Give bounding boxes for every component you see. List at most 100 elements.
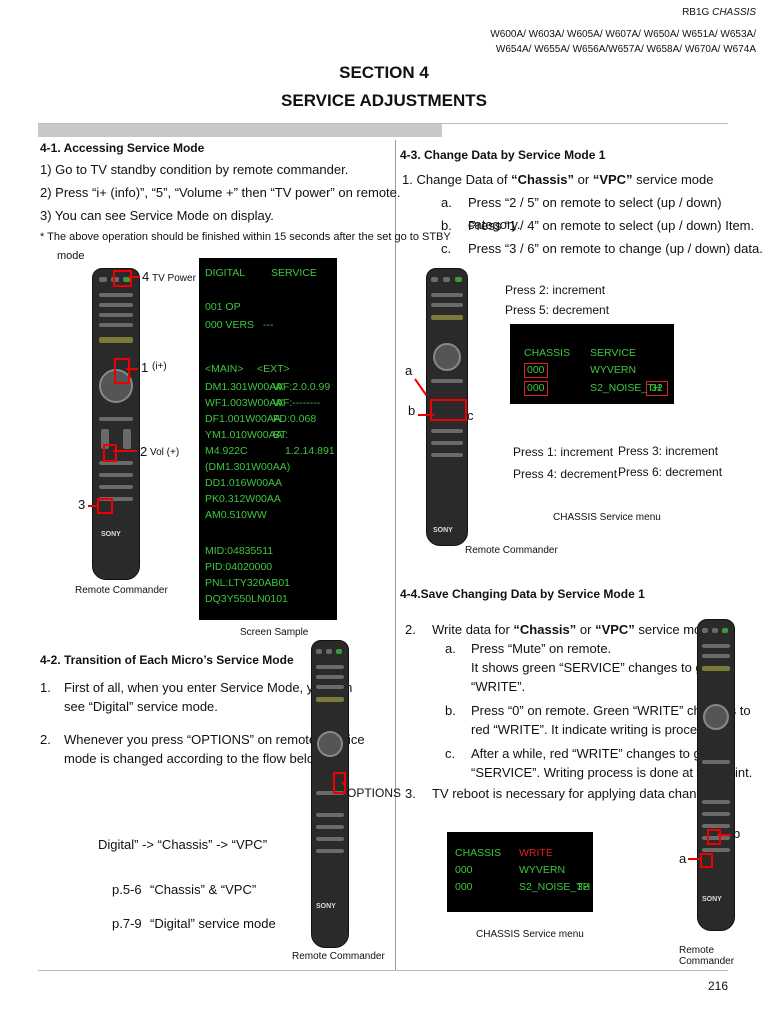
- highlight-info: [114, 358, 130, 384]
- highlight-mute: [707, 829, 721, 845]
- highlight-number-keys: [430, 399, 467, 421]
- s43-item-a-text: Press “2 / 5” on remote to select (up / …: [468, 195, 722, 232]
- s42-heading-text: 4-2. Transition of Each Micro’s Service …: [40, 653, 294, 667]
- arrow-mute: [717, 834, 731, 836]
- remote-caption-2: Remote Commander: [292, 951, 385, 962]
- highlight-zero: [700, 853, 713, 868]
- chassis-screen-2: CHASSIS WRITE 000 WYVERN 000 S2_NOISE_TH…: [447, 832, 593, 912]
- section-number: SECTION 4: [339, 63, 429, 82]
- s44-c-label: c.: [445, 746, 456, 761]
- screen-line: SERVICE: [590, 347, 636, 359]
- screen-line: 32: [646, 381, 668, 396]
- highlight-power: [113, 270, 132, 287]
- s44-item-2-or: or: [576, 622, 596, 637]
- s44-item-2-chassis: “Chassis”: [513, 622, 577, 637]
- section-bar: [38, 124, 442, 137]
- s42-item-2-num: 2.: [40, 732, 51, 747]
- s42-item-2-line-a: Whenever you press “OPTIONS” on remote, …: [64, 732, 365, 747]
- screen-line: 000: [524, 363, 548, 378]
- screen-line: MID:04835511: [205, 545, 274, 557]
- screen-line: WYVERN: [590, 364, 637, 376]
- screen-line: DQ3Y550LN0101: [205, 593, 288, 605]
- s43-intro-chassis: “Chassis”: [511, 172, 575, 187]
- remote-caption-4: Remote Commander: [679, 945, 735, 967]
- arrow-power: [128, 276, 140, 278]
- callout-2-number: 2: [140, 444, 148, 459]
- callout-1-number: 1: [141, 360, 149, 375]
- screen-line: DF1.001W00AA: [205, 413, 281, 425]
- chassis-menu-caption-2: CHASSIS Service menu: [476, 929, 584, 940]
- screen-line: M4.922C: [205, 445, 248, 457]
- s41-step-1: 1) Go to TV standby condition by remote …: [40, 162, 349, 177]
- screen-line: S2_NOISE_TH: [590, 382, 662, 394]
- top-rule: [38, 123, 728, 124]
- models-line-1: W600A/ W603A/ W605A/ W607A/ W650A/ W651A…: [490, 29, 756, 40]
- label-a-save: a: [679, 851, 687, 866]
- s43-intro: 1. Change Data of “Chassis” or “VPC” ser…: [402, 169, 713, 191]
- s43-intro-vpc: “VPC”: [592, 172, 633, 187]
- screen-line: BT:: [273, 429, 289, 441]
- screen-line: CHASSIS: [455, 847, 502, 859]
- arrow-b: [418, 414, 434, 416]
- screen-line: FD:0.068: [273, 413, 317, 425]
- screen-line: 000: [455, 864, 473, 876]
- page-number: 216: [707, 979, 728, 993]
- s42-item-1-num: 1.: [40, 680, 51, 695]
- screen-line: WF1.003W00AA: [205, 397, 284, 409]
- screen-line: CHASSIS: [524, 347, 571, 359]
- s43-item-c-label: c.: [441, 241, 452, 256]
- press-1-label: Press 1: increment: [513, 445, 614, 459]
- screen-line: S2_NOISE_TH: [519, 881, 591, 893]
- s42-item-2-line-b: mode is changed according to the flow be…: [64, 751, 328, 766]
- s44-a-line-3: “WRITE”.: [471, 679, 526, 694]
- highlight-5: [97, 498, 113, 514]
- remote-commander-1: SONY: [92, 268, 140, 580]
- s44-a-line-2: It shows green “SERVICE” changes to gree…: [471, 660, 729, 675]
- s41-heading: 4-1. Accessing Service Mode: [40, 141, 204, 155]
- chassis-screen-1: CHASSIS SERVICE 000 WYVERN 000 S2_NOISE_…: [510, 324, 674, 404]
- screen-line: <EXT>: [257, 363, 290, 375]
- callout-3-number: 3: [78, 497, 86, 512]
- label-b: b: [408, 403, 416, 418]
- remote-caption-1: Remote Commander: [75, 585, 168, 596]
- callout-4-number: 4: [142, 269, 150, 284]
- s43-intro-post: service mode: [632, 172, 714, 187]
- section-title: SERVICE ADJUSTMENTS: [281, 91, 487, 110]
- s43-intro-or: or: [574, 172, 593, 187]
- s43-intro-pre: 1. Change Data of: [402, 172, 512, 187]
- screen-line: 000: [455, 881, 473, 893]
- screen-line: ---: [263, 319, 274, 331]
- column-divider: [395, 140, 396, 970]
- screen-line: DD1.016W00AA: [205, 477, 283, 489]
- screen-line: 000: [524, 381, 548, 396]
- s43-heading-text: 4-3. Change Data by Service Mode 1: [400, 148, 606, 162]
- options-label: OPTIONS: [347, 786, 402, 800]
- chassis-header: RB1G CHASSIS: [682, 6, 756, 19]
- remote-commander-2: SONY: [311, 640, 349, 948]
- s44-heading: 4-4.Save Changing Data by Service Mode 1: [400, 587, 645, 601]
- s44-heading-text: 4-4.Save Changing Data by Service Mode 1: [400, 587, 645, 601]
- ref-1-text: “Chassis” & “VPC”: [150, 882, 257, 897]
- s42-heading: 4-2. Transition of Each Micro’s Service …: [40, 653, 294, 667]
- ref-2-text: “Digital” service mode: [150, 916, 276, 931]
- screen-line: AM0.510WW: [205, 509, 267, 521]
- s44-item-3: TV reboot is necessary for applying data…: [432, 786, 715, 801]
- remote-caption-3: Remote Commander: [465, 545, 558, 556]
- s44-item-2-pre: Write data for: [432, 622, 514, 637]
- s41-note: * The above operation should be finished…: [40, 231, 451, 243]
- label-b-save: b: [733, 826, 741, 841]
- s44-c-line-2: “SERVICE”. Writing process is done at th…: [471, 765, 753, 780]
- s42-item-1-line-b: see “Digital” service mode.: [64, 699, 218, 714]
- arrow-5: [88, 505, 97, 507]
- screen-line: 32: [577, 881, 589, 893]
- s44-item-3-num: 3.: [405, 786, 416, 801]
- screen-line: PK0.312W00AA: [205, 493, 281, 505]
- press-5-label: Press 5: decrement: [505, 303, 610, 317]
- s41-heading-text: 4-1. Accessing Service Mode: [40, 141, 205, 155]
- s44-item-2-vpc: “VPC”: [595, 622, 635, 637]
- footer-rule: [38, 970, 728, 971]
- screen-line: DM1.301W00AA: [205, 381, 284, 393]
- screen-line: WF:--------: [273, 397, 321, 409]
- screen-line: YM1.010W00AA: [205, 429, 283, 441]
- s42-item-1-line-a: First of all, when you enter Service Mod…: [64, 680, 353, 695]
